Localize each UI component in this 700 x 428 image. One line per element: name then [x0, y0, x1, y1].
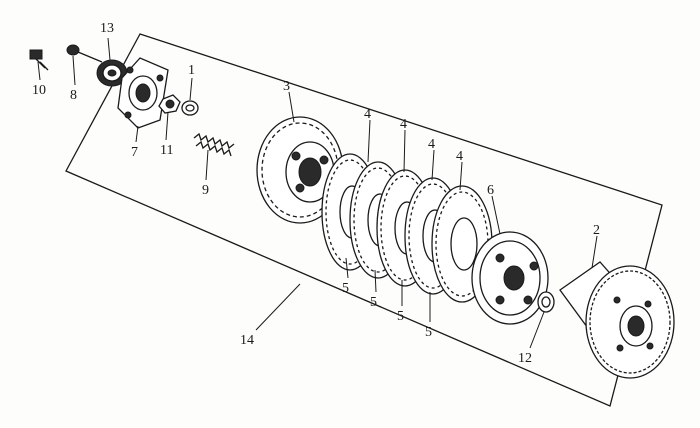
callout-4c: 4	[428, 137, 435, 152]
callout-11: 11	[160, 143, 173, 158]
callout-8: 8	[70, 88, 77, 103]
callout-6: 6	[487, 183, 494, 198]
part-2-clutch-housing	[559, 261, 675, 379]
assembly-boundary	[65, 33, 663, 407]
callout-5a: 5	[342, 281, 349, 296]
part-6-pressure-plate	[471, 231, 549, 325]
callout-2: 2	[593, 223, 600, 238]
part-11-nut	[158, 94, 181, 114]
callouts: 10 8 13 7 11 1 9 3 4 4 4 4 5 5 5 5 6 2 1…	[32, 21, 600, 366]
callout-4a: 4	[364, 107, 371, 122]
callout-7: 7	[131, 145, 138, 160]
part-8-pin	[66, 44, 103, 63]
part-7-bracket	[117, 57, 169, 129]
callout-13: 13	[100, 21, 114, 36]
callout-5c: 5	[397, 309, 404, 324]
callout-5d: 5	[425, 325, 432, 340]
part-3-clutch-center	[256, 116, 344, 224]
part-1-washer	[181, 100, 199, 116]
callout-4d: 4	[456, 149, 463, 164]
callout-10: 10	[32, 83, 46, 98]
callout-3: 3	[283, 79, 290, 94]
part-13-bearing	[96, 59, 128, 87]
part-10-bolt	[29, 49, 49, 71]
callout-5b: 5	[370, 295, 377, 310]
part-4-5-disc-stack	[321, 153, 493, 303]
leader-lines	[37, 37, 598, 349]
callout-12: 12	[518, 351, 532, 366]
part-9-spring	[193, 132, 235, 157]
part-12-washer	[537, 291, 555, 313]
callout-9: 9	[202, 183, 209, 198]
callout-4b: 4	[400, 117, 407, 132]
callout-14: 14	[240, 333, 254, 348]
callout-1: 1	[188, 63, 195, 78]
